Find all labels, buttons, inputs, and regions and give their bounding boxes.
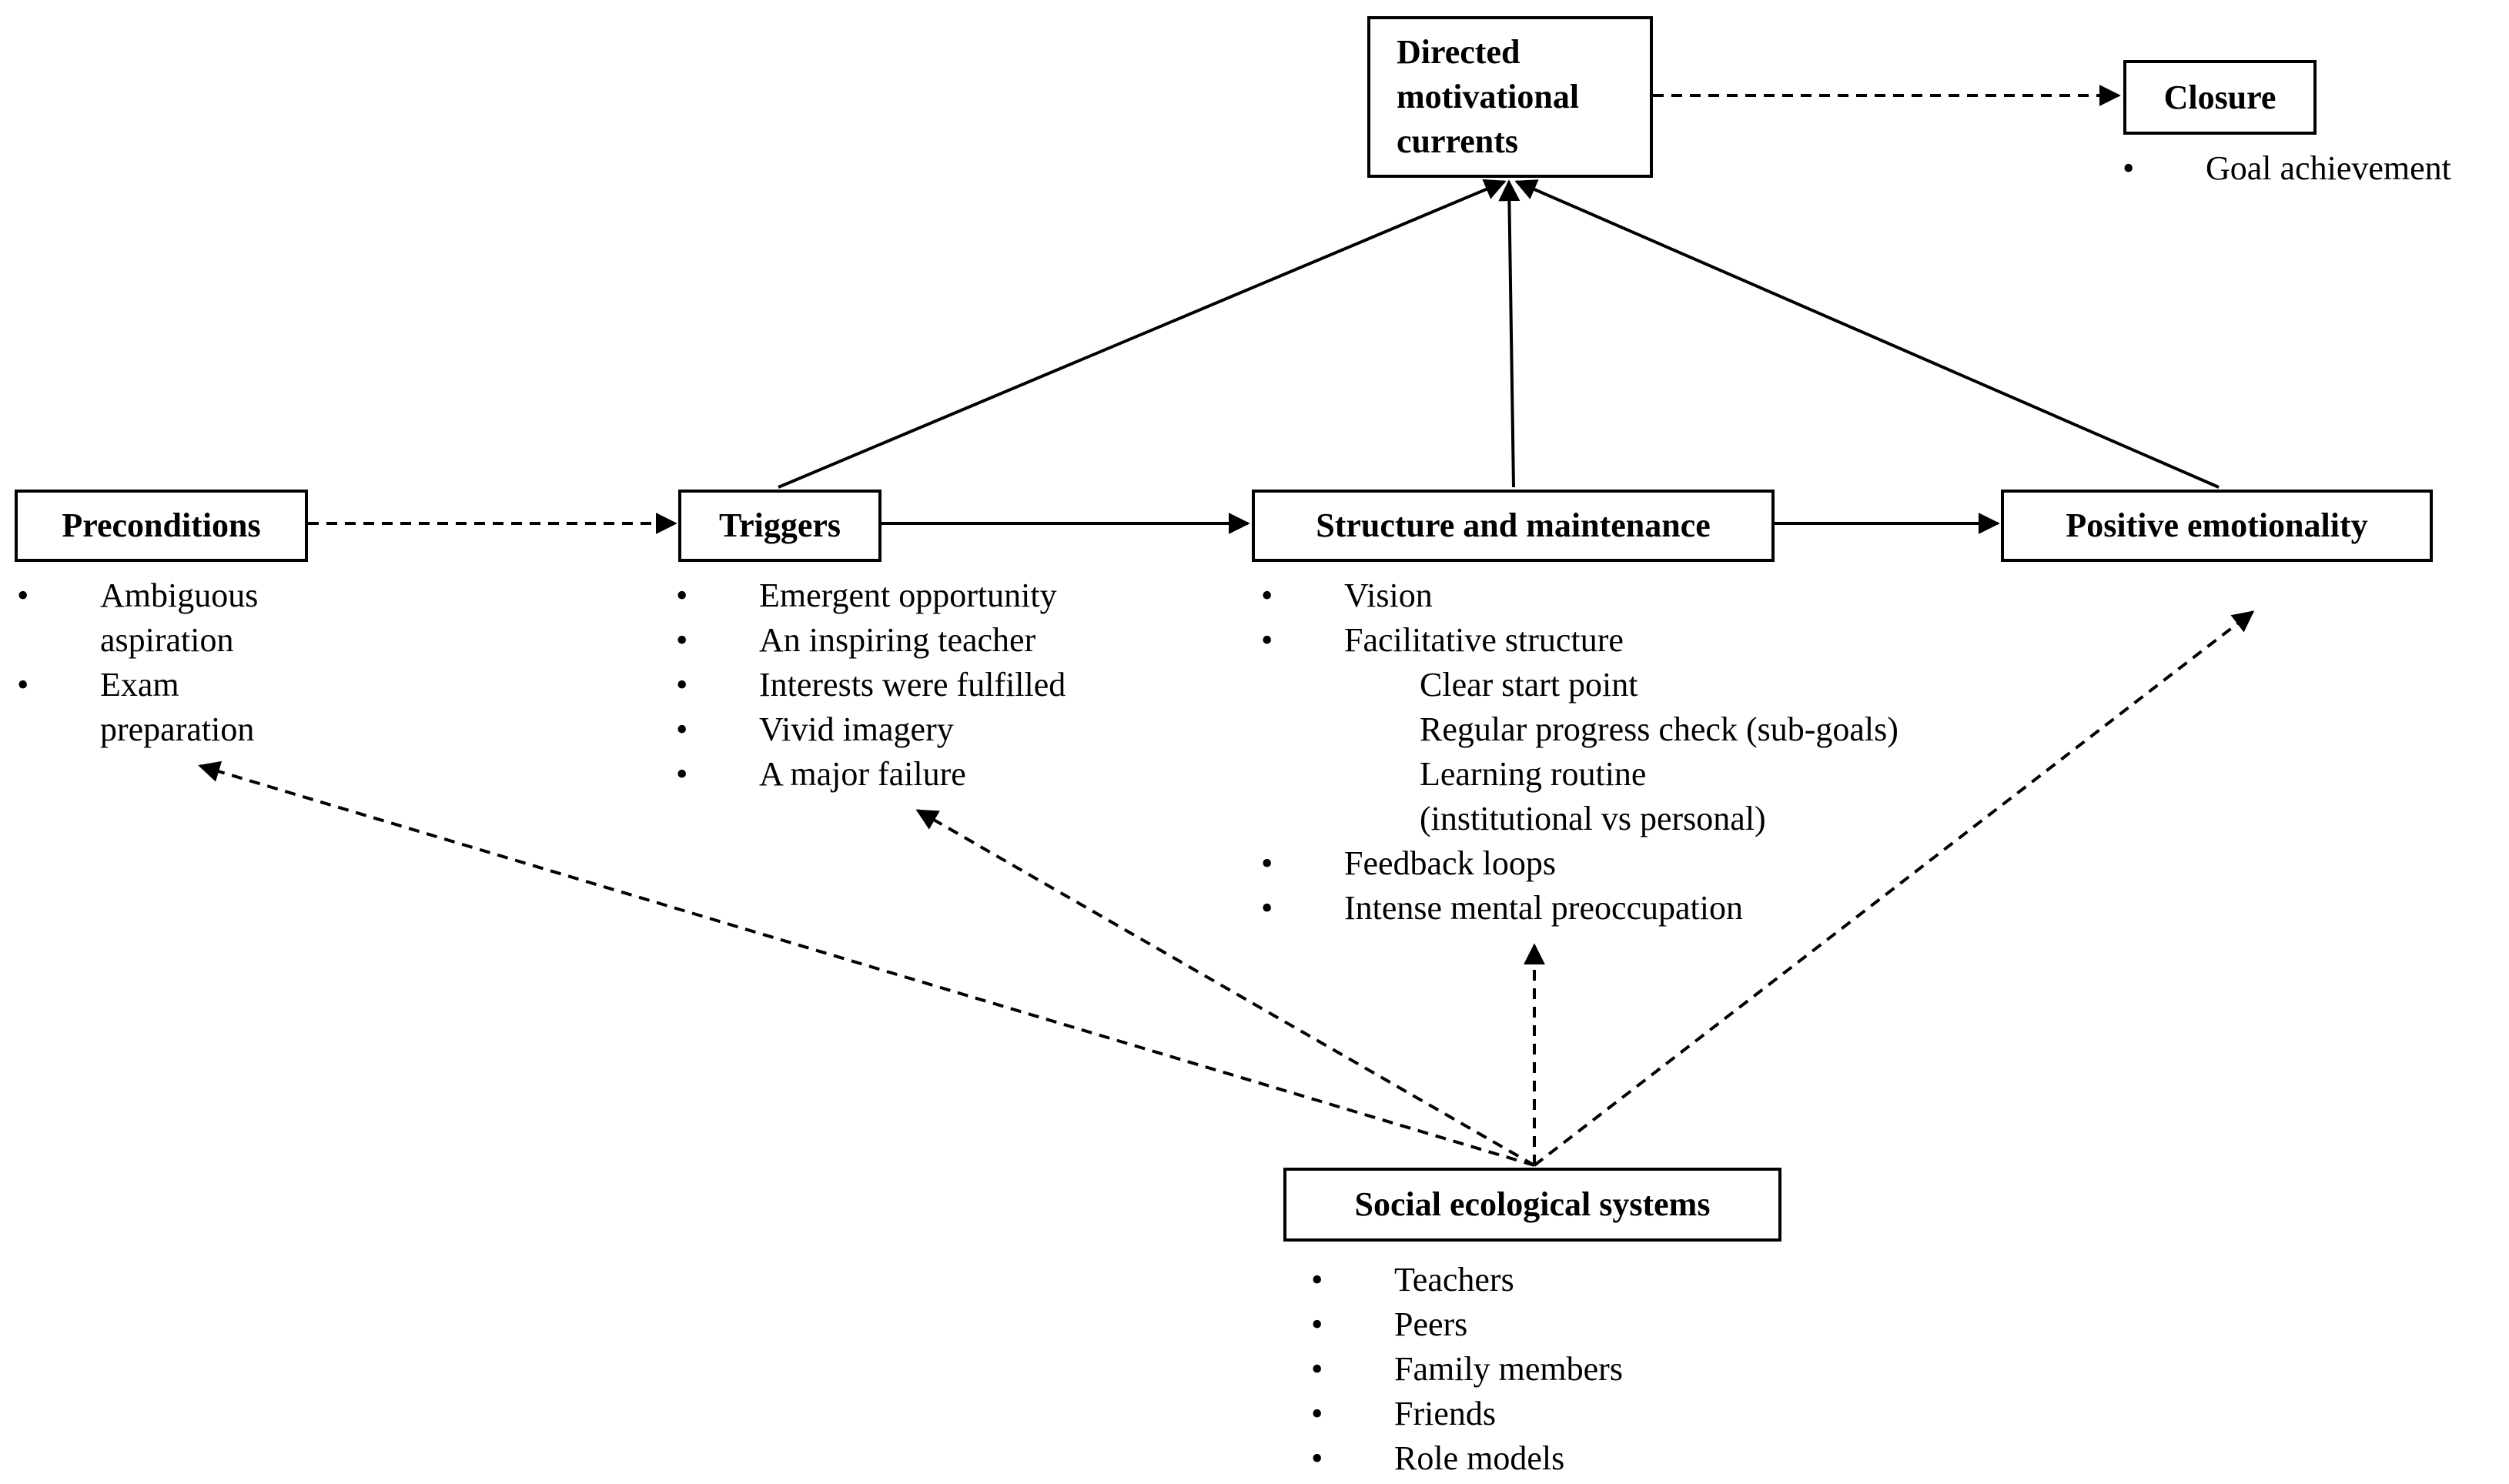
node-closure: Closure <box>2123 60 2317 135</box>
list-item: Facilitative structure <box>1261 618 1898 663</box>
list-subitem: (institutional vs personal) <box>1420 800 1766 837</box>
list-item: Interests were fulfilled <box>676 663 1065 707</box>
node-social-ecological-systems: Social ecological systems <box>1283 1168 1781 1242</box>
node-social-label: Social ecological systems <box>1354 1185 1711 1223</box>
list-item: Goal achievement <box>2123 146 2451 191</box>
structure-list: Vision Facilitative structure Clear star… <box>1261 573 1898 931</box>
list-item: Exam preparation <box>17 663 325 752</box>
node-directed-motivational-currents: Directed motivational currents <box>1367 16 1653 178</box>
list-item: Feedback loops <box>1261 841 1898 886</box>
list-subitem: Clear start point <box>1420 666 1638 704</box>
list-item: Intense mental preoccupation <box>1261 886 1898 931</box>
list-subitem: Regular progress check (sub-goals) <box>1420 710 1898 748</box>
list-item: Peers <box>1311 1302 1623 1347</box>
list-item: Teachers <box>1311 1258 1623 1302</box>
list-item: An inspiring teacher <box>676 618 1065 663</box>
list-item: Ambiguous aspiration <box>17 573 325 663</box>
node-triggers-label: Triggers <box>718 506 841 544</box>
list-item: Role models <box>1311 1436 1623 1481</box>
social-list: Teachers Peers Family members Friends Ro… <box>1311 1258 1623 1481</box>
node-preconditions: Preconditions <box>15 490 308 562</box>
list-subitem: Learning routine <box>1420 755 1647 793</box>
edge-structure-to-directed <box>1498 179 1520 488</box>
edge-social-to-preconditions <box>198 760 1535 1167</box>
list-item: Friends <box>1311 1392 1623 1436</box>
preconditions-list: Ambiguous aspiration Exam preparation <box>17 573 325 752</box>
node-structure-and-maintenance: Structure and maintenance <box>1252 490 1775 562</box>
node-preconditions-label: Preconditions <box>62 506 261 544</box>
list-item: Family members <box>1311 1347 1623 1392</box>
node-closure-label: Closure <box>2163 78 2276 116</box>
list-item: A major failure <box>676 752 1065 797</box>
triggers-list: Emergent opportunity An inspiring teache… <box>676 573 1065 797</box>
list-item: Vivid imagery <box>676 707 1065 752</box>
list-item: Emergent opportunity <box>676 573 1065 618</box>
node-triggers: Triggers <box>678 490 881 562</box>
node-positive-emotionality: Positive emotionality <box>2001 490 2433 562</box>
node-structure-label: Structure and maintenance <box>1316 506 1711 544</box>
edge-social-to-triggers <box>915 809 1535 1167</box>
edge-triggers-to-directed <box>778 179 1507 489</box>
node-positive-label: Positive emotionality <box>2066 506 2368 544</box>
list-item: Vision <box>1261 573 1898 618</box>
edge-positive-to-directed <box>1514 179 2220 489</box>
closure-list: Goal achievement <box>2123 146 2451 191</box>
node-directed-label: Directed motivational currents <box>1397 33 1580 160</box>
